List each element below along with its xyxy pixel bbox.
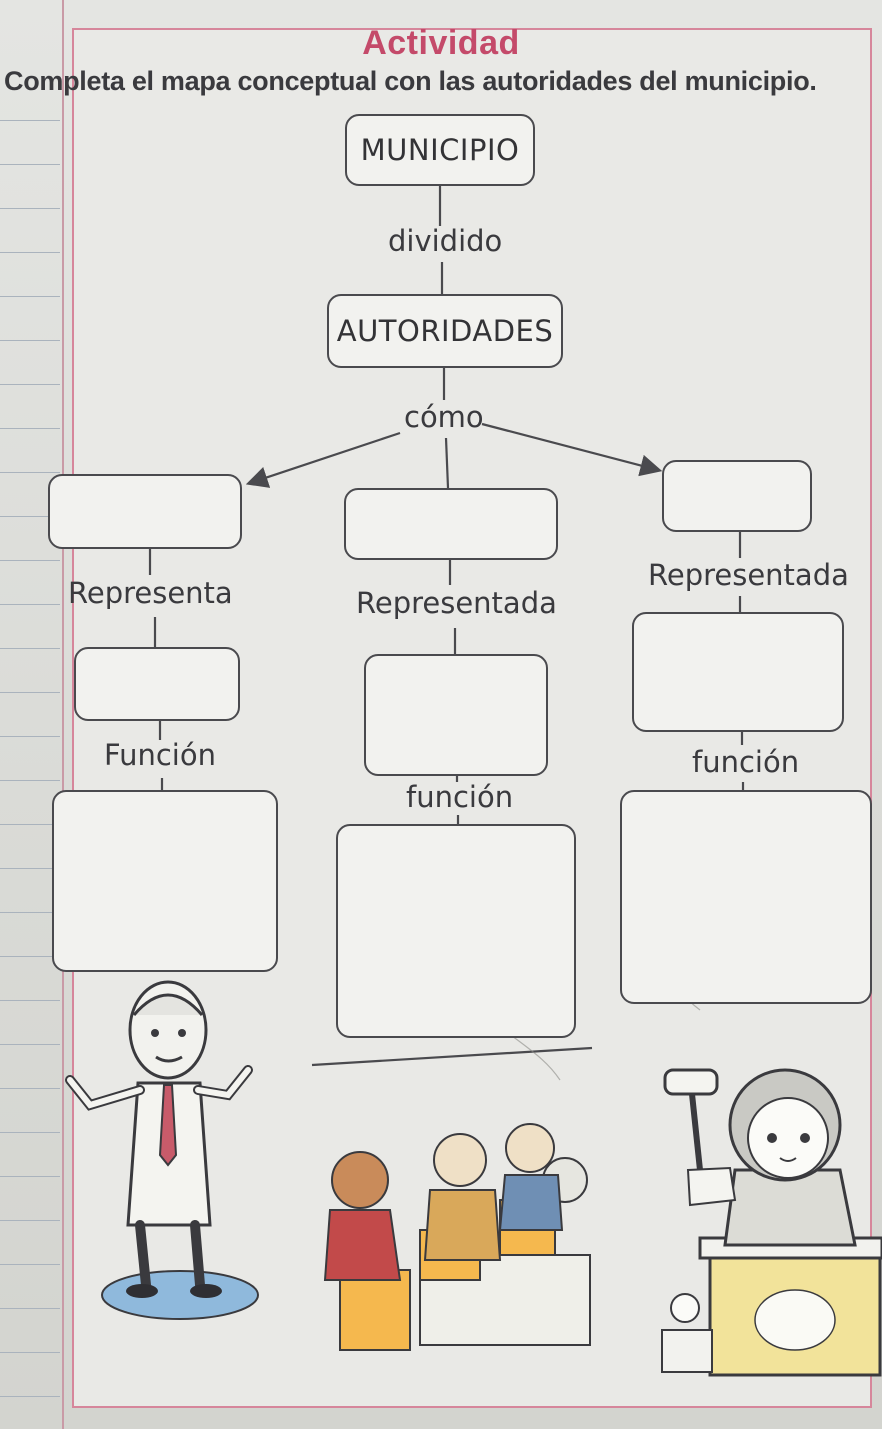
notebook-rule-line (0, 1000, 60, 1001)
notebook-rule-line (0, 912, 60, 913)
right-authority-blank-box[interactable] (662, 460, 812, 532)
left-represents-blank-box[interactable] (74, 647, 240, 721)
notebook-rule-line (0, 1044, 60, 1045)
notebook-rule-line (0, 736, 60, 737)
notebook-rule-line (0, 1132, 60, 1133)
notebook-rule-line (0, 1220, 60, 1221)
notebook-rule-line (0, 1264, 60, 1265)
notebook-rule-line (0, 956, 60, 957)
link-como: cómo (404, 400, 484, 434)
right-link-representada: Representada (648, 558, 849, 592)
notebook-rule-line (0, 824, 60, 825)
activity-title: Actividad (362, 24, 520, 62)
center-represented-blank-box[interactable] (364, 654, 548, 776)
judge-illustration (661, 1068, 882, 1377)
link-dividido: dividido (388, 224, 503, 258)
notebook-rule-line (0, 384, 60, 385)
notebook-rule-line (0, 164, 60, 165)
right-represented-blank-box[interactable] (632, 612, 844, 732)
notebook-rule-line (0, 120, 60, 121)
center-authority-blank-box[interactable] (344, 488, 558, 560)
notebook-rule-line (0, 340, 60, 341)
notebook-rule-line (0, 1352, 60, 1353)
activity-instruction: Completa el mapa conceptual con las auto… (4, 66, 817, 96)
small-speaker-figure (661, 1293, 713, 1373)
council-illustration (323, 1123, 591, 1351)
gavel-icon (663, 1068, 737, 1207)
notebook-rule-line (0, 252, 60, 253)
notebook-rule-line (0, 560, 60, 561)
notebook-rule-line (0, 516, 60, 517)
notebook-rule-line (0, 1308, 60, 1309)
left-link-representa: Representa (68, 576, 233, 610)
notebook-rule-line (0, 868, 60, 869)
council-member-head (505, 1123, 555, 1173)
notebook-rule-line (0, 428, 60, 429)
notebook-rule-line (0, 604, 60, 605)
mayor-legs (135, 1220, 205, 1290)
left-authority-blank-box[interactable] (48, 474, 242, 549)
notebook-rule-line (0, 296, 60, 297)
municipio-box: MUNICIPIO (345, 114, 535, 186)
mayor-stand-base (101, 1270, 259, 1320)
council-member-head (331, 1151, 389, 1209)
council-member-head (433, 1133, 487, 1187)
autoridades-box: AUTORIDADES (327, 294, 563, 368)
notebook-rule-line (0, 1088, 60, 1089)
center-function-blank-box[interactable] (336, 824, 576, 1038)
notebook-rule-line (0, 1176, 60, 1177)
notebook-margin-line (62, 0, 64, 1429)
right-link-funcion: función (692, 745, 800, 779)
notebook-rule-line (0, 648, 60, 649)
left-function-blank-box[interactable] (52, 790, 278, 972)
left-link-funcion: Función (104, 738, 216, 772)
notebook-rule-line (0, 692, 60, 693)
notebook-rule-line (0, 208, 60, 209)
right-function-blank-box[interactable] (620, 790, 872, 1004)
center-link-funcion: función (406, 780, 514, 814)
mayor-illustration (65, 980, 259, 1320)
notebook-rule-line (0, 472, 60, 473)
center-link-representada: Representada (356, 586, 557, 620)
notebook-rule-line (0, 1396, 60, 1397)
notebook-rule-line (0, 780, 60, 781)
